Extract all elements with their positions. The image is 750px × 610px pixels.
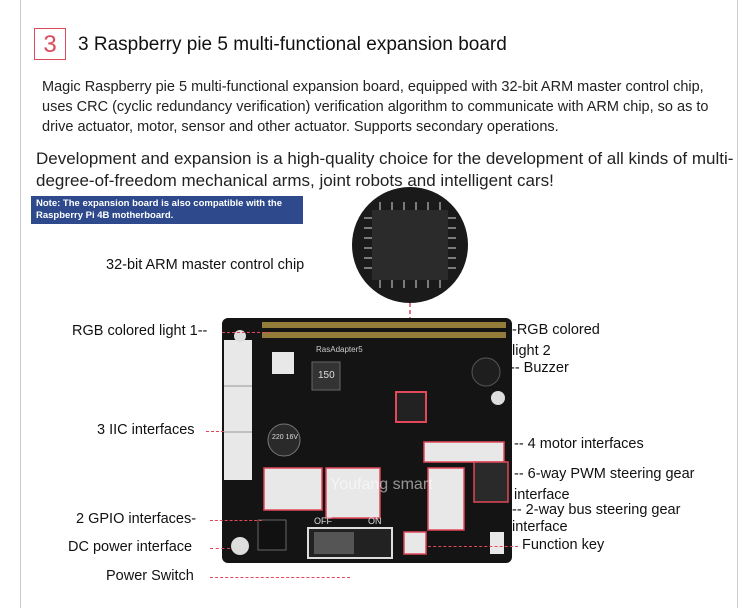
- callout-arm-chip: 32-bit ARM master control chip: [106, 257, 305, 273]
- dc-leader: [210, 548, 230, 549]
- function-key-icon: [403, 531, 427, 555]
- callout-motor: -- 4 motor interfaces: [514, 436, 644, 452]
- function-key-leader: [428, 546, 518, 547]
- callout-gpio: 2 GPIO interfaces-: [76, 511, 197, 527]
- motor-interface-block: [423, 441, 505, 463]
- iic-leader: [206, 431, 224, 432]
- callout-function-key: Function key: [522, 537, 605, 553]
- rgb-light-1: [272, 352, 294, 374]
- callout-iic: 3 IIC interfaces: [97, 422, 195, 438]
- watermark: Youfang smart: [330, 476, 433, 493]
- section-title: 3 Raspberry pie 5 multi-functional expan…: [78, 34, 507, 55]
- switch-on-label: ON: [368, 516, 382, 526]
- callout-pwm-b: interface: [514, 487, 570, 503]
- callout-pwm-a: -- 6-way PWM steering gear: [514, 466, 695, 482]
- inductor-label: 150: [318, 370, 335, 381]
- rgb1-leader: [222, 332, 270, 333]
- callout-rgb-light-1: RGB colored light 1--: [72, 323, 208, 339]
- highlight-paragraph: Development and expansion is a high-qual…: [36, 149, 734, 190]
- pwm-header: [473, 461, 509, 503]
- compatibility-note: Note: The expansion board is also compat…: [31, 196, 303, 224]
- power-switch-slider: [314, 532, 354, 554]
- small-button: [490, 532, 504, 554]
- section-number-badge: 3: [34, 28, 66, 60]
- arm-chip-icon: [372, 210, 448, 280]
- callout-rgb-light-2b: light 2: [512, 343, 551, 359]
- iic-small-connectors: [325, 467, 381, 519]
- board-silkscreen: RasAdapter5: [316, 345, 363, 354]
- iic-connector-block: [224, 340, 252, 480]
- gpio-leader: [210, 520, 262, 521]
- gpio-connectors: [263, 467, 323, 511]
- capacitor-label: 220 16V: [272, 434, 299, 441]
- inductor: [311, 361, 341, 391]
- buzzer-icon: [471, 357, 501, 387]
- callout-rgb-light-2a: -RGB colored: [512, 322, 600, 338]
- power-switch-leader: [210, 577, 350, 578]
- callout-dc-power: DC power interface: [68, 539, 193, 555]
- description-paragraph: Magic Raspberry pie 5 multi-functional e…: [42, 79, 709, 135]
- dc-jack: [257, 519, 287, 551]
- callout-bus-b: interface: [512, 519, 568, 535]
- callout-buzzer: -- Buzzer: [510, 360, 569, 376]
- bus-servo-connectors: [427, 467, 465, 531]
- main-chip-highlight: [395, 391, 427, 423]
- content-frame: [20, 0, 738, 608]
- capacitor: [267, 423, 301, 457]
- switch-off-label: OFF: [314, 516, 332, 526]
- callout-power-switch: Power Switch: [106, 568, 194, 584]
- callout-bus-a: -- 2-way bus steering gear: [512, 502, 681, 518]
